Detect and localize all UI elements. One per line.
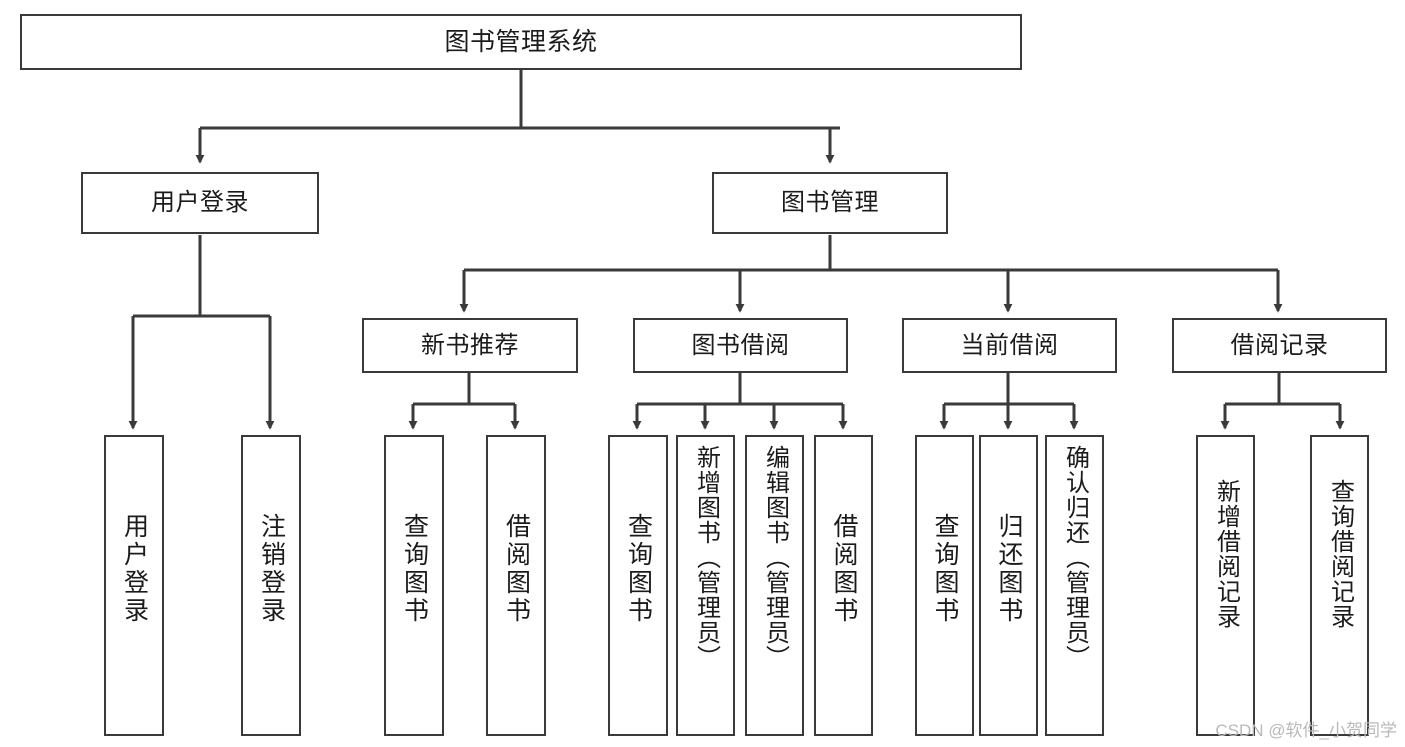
node-book-borrow[interactable]: 图书借阅 — [633, 318, 848, 373]
leaf-query-book-current[interactable]: 查询图书 — [915, 435, 974, 736]
node-label: 查询图书 — [400, 513, 429, 625]
node-borrow-record[interactable]: 借阅记录 — [1172, 318, 1387, 373]
node-label: 用户登录 — [151, 189, 249, 217]
node-label: 查询图书 — [624, 513, 653, 625]
leaf-query-book-borrow[interactable]: 查询图书 — [608, 435, 668, 736]
leaf-add-borrow-record[interactable]: 新增借阅记录 — [1196, 435, 1255, 736]
node-label: 用户登录 — [120, 513, 149, 625]
leaf-query-book-recommend[interactable]: 查询图书 — [384, 435, 444, 736]
node-label: 新增借阅记录 — [1212, 479, 1240, 629]
node-label: 借阅记录 — [1230, 331, 1329, 359]
leaf-add-book-admin[interactable]: 新增图书（管理员） — [676, 435, 735, 736]
node-current-borrow[interactable]: 当前借阅 — [902, 318, 1117, 373]
node-label: 注销登录 — [257, 513, 286, 625]
node-label: 新书推荐 — [421, 331, 519, 359]
node-label: 图书管理系统 — [444, 27, 598, 56]
node-label: 归还图书 — [995, 513, 1023, 625]
node-label: 借阅图书 — [830, 513, 858, 625]
node-label: 查询图书 — [931, 513, 959, 625]
leaf-logout[interactable]: 注销登录 — [241, 435, 301, 736]
node-new-book-recommend[interactable]: 新书推荐 — [362, 318, 578, 373]
node-label: 图书借阅 — [691, 331, 790, 359]
node-label: 查询借阅记录 — [1326, 479, 1354, 629]
node-label: 新增图书（管理员） — [692, 445, 720, 670]
node-label: 借阅图书 — [502, 513, 531, 625]
node-label: 当前借阅 — [960, 331, 1059, 359]
leaf-query-borrow-record[interactable]: 查询借阅记录 — [1310, 435, 1369, 736]
node-label: 图书管理 — [781, 189, 879, 217]
leaf-borrow-book-recommend[interactable]: 借阅图书 — [486, 435, 546, 736]
node-user-login[interactable]: 用户登录 — [81, 172, 319, 234]
leaf-confirm-return-admin[interactable]: 确认归还（管理员） — [1045, 435, 1104, 736]
node-label: 确认归还（管理员） — [1061, 445, 1089, 670]
leaf-borrow-book[interactable]: 借阅图书 — [814, 435, 873, 736]
node-label: 编辑图书（管理员） — [761, 445, 789, 670]
node-book-management[interactable]: 图书管理 — [712, 172, 948, 234]
leaf-user-login[interactable]: 用户登录 — [104, 435, 164, 736]
leaf-edit-book-admin[interactable]: 编辑图书（管理员） — [745, 435, 804, 736]
node-root-system[interactable]: 图书管理系统 — [20, 14, 1022, 70]
leaf-return-book[interactable]: 归还图书 — [979, 435, 1038, 736]
